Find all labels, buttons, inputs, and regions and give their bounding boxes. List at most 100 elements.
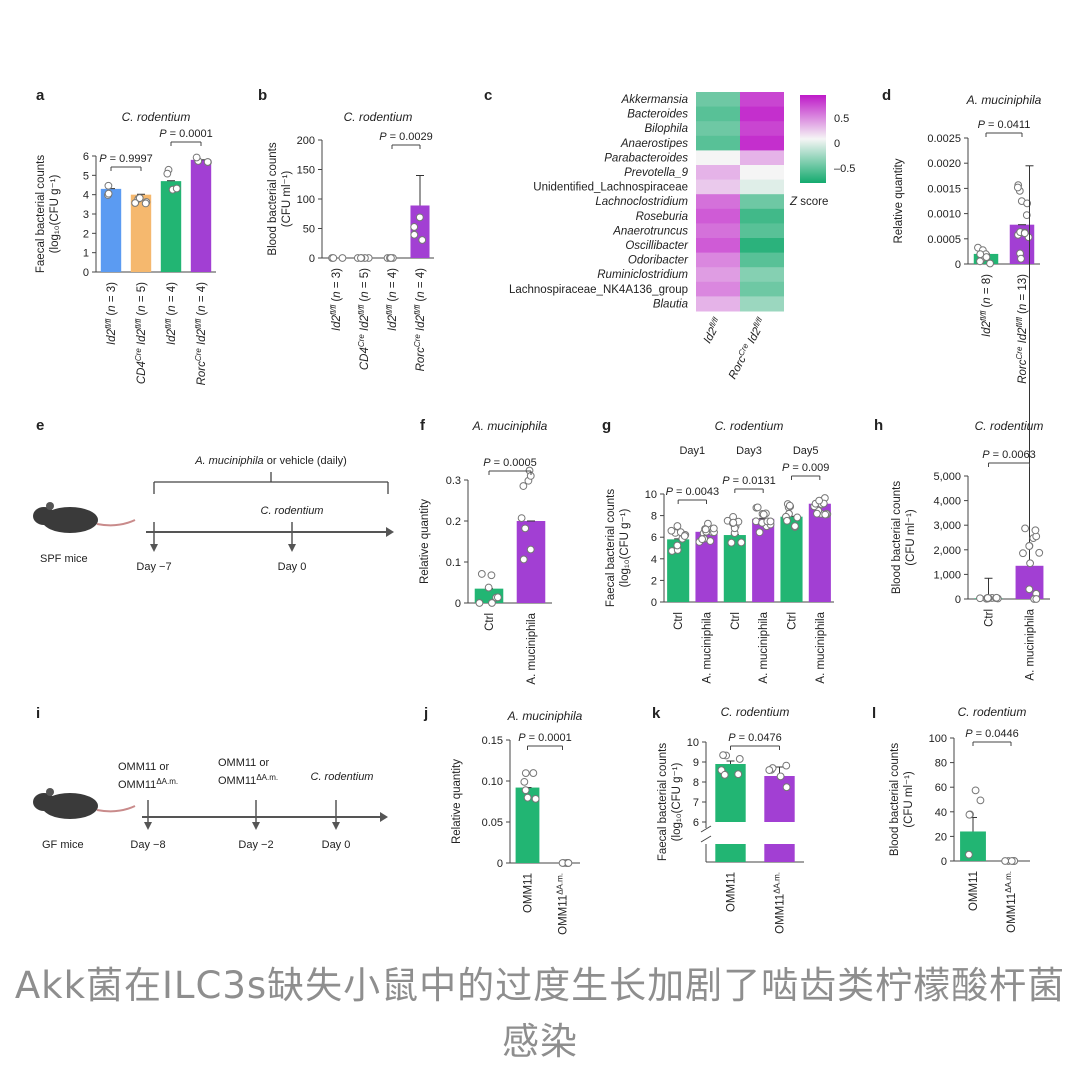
data-point [673,541,682,550]
category-label: OMM11 [968,871,980,911]
y-tick-label: 0.2 [446,516,461,528]
bar [190,159,212,272]
data-point [971,786,980,795]
data-point [1013,183,1022,192]
heatmap-row-label: Ruminiclostridium [597,269,688,281]
timepoint-arrowhead [252,822,260,830]
mouse-icon-tail [96,519,136,527]
mouse-icon-head [33,793,55,811]
bar [160,181,182,272]
data-point [519,555,528,564]
y-tick-label: 100 [297,194,315,206]
y-tick-label: 0 [309,253,315,265]
heatmap-row-label: Anaerostipes [620,138,688,150]
panel-letter: f [420,417,426,434]
data-point [488,599,496,607]
y-axis-label: (log₁₀(CFU g⁻¹) [49,175,61,254]
heatmap-row-label: Lachnospiraceae_NK4A136_group [509,284,688,296]
mouse-icon-ear [46,502,54,510]
data-point [765,766,774,774]
infection-label: C. rodentium [261,505,324,517]
data-point [415,213,424,222]
data-point [493,593,502,602]
heatmap-cell [696,281,740,297]
heatmap-cell [740,121,784,137]
y-tick-label: 200 [297,135,315,147]
y-tick-label: 0.0005 [927,234,961,246]
inoculum-label: OMM11 or [218,757,269,769]
data-point [531,794,540,803]
y-tick-label: 2 [651,575,657,587]
heatmap-row-label: Lachnoclostridium [595,196,688,208]
heatmap-cell [696,238,740,254]
y-axis-label: (CFU ml⁻¹) [281,171,293,228]
y-tick-label: 4,000 [933,496,961,508]
group-label: Day5 [793,445,819,457]
colorbar-tick-label: 0 [834,138,840,150]
data-point [163,169,172,178]
data-point [1019,549,1027,558]
data-point [1017,254,1025,263]
data-point [720,770,729,779]
bar [695,531,718,602]
data-point [667,526,676,535]
heatmap-cell [696,208,740,224]
pvalue-label: P = 0.0001 [518,732,572,744]
panel-letter: c [484,87,492,104]
day-label: Day −8 [130,839,165,851]
panel-title: C. rodentium [715,419,784,433]
heatmap-row-label: Oscillibacter [625,240,689,252]
y-axis-label: Relative quantity [893,158,905,243]
heatmap-row-label: Blautia [653,298,688,310]
data-point [783,516,791,525]
y-tick-label: 4 [83,190,89,202]
data-point [785,501,794,510]
y-tick-label: 0 [651,597,657,609]
mouse-icon [42,507,98,533]
data-point [729,518,738,527]
mouse-icon-head [33,507,55,525]
y-tick-label: 0 [497,858,503,870]
bar [130,194,152,272]
data-point [793,513,802,522]
data-point [1031,526,1040,535]
heatmap-cell [740,252,784,268]
data-point [986,259,994,268]
day-label: Day 0 [278,561,307,573]
y-axis-label: Blood bacterial counts [891,481,903,594]
data-point [821,510,830,519]
pvalue-label: P = 0.0005 [483,457,537,469]
category-label: Id2fl/fl (n = 4) [164,282,179,345]
heatmap-row-label: Bilophila [645,123,688,135]
data-point [776,772,785,781]
category-label: Id2fl/fl (n = 3) [329,268,344,331]
data-point [487,571,496,580]
panel-letter: d [882,87,891,104]
data-point [759,510,768,519]
y-axis-label: Blood bacterial counts [267,142,279,255]
heatmap-cell [740,106,784,122]
data-point [1025,542,1034,550]
pvalue-label: P = 0.0043 [666,486,720,498]
data-point [418,236,427,244]
data-point [737,538,746,547]
category-label: Id2fl/fl (n = 4) [385,268,400,331]
mice-label: SPF mice [40,553,88,565]
timeline-arrowhead [380,812,388,822]
heatmap-cell [696,194,740,210]
data-point [976,257,984,266]
y-tick-label: 8 [693,777,699,789]
y-axis-label: Faecal bacterial counts [35,155,47,274]
y-tick-label: 9 [693,757,699,769]
data-point [680,532,689,540]
heatmap-cell [696,106,740,122]
data-point [521,786,530,795]
heatmap-cell [740,223,784,239]
y-tick-label: 80 [935,758,947,770]
